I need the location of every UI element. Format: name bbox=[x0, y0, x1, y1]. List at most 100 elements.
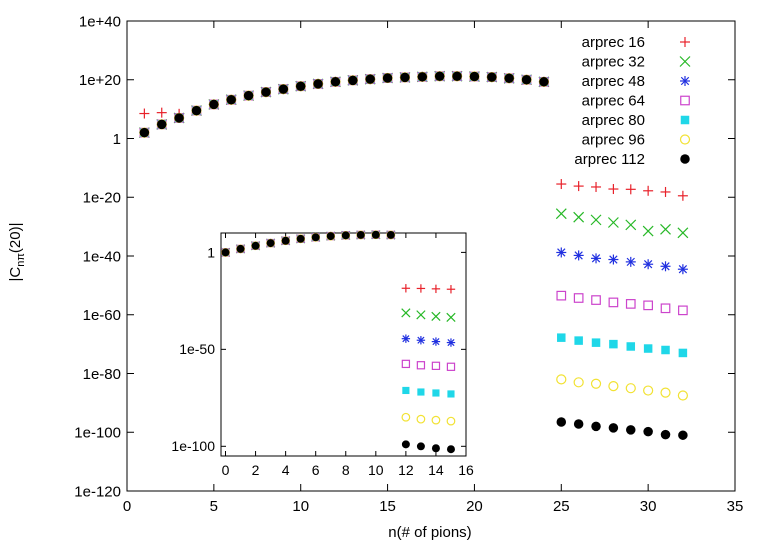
data-point bbox=[174, 113, 184, 123]
x-tick-label: 0 bbox=[123, 498, 131, 515]
series-arprec-112 bbox=[139, 71, 688, 440]
data-point bbox=[278, 84, 289, 94]
data-point bbox=[607, 217, 619, 228]
data-point bbox=[539, 77, 549, 87]
data-point bbox=[556, 179, 567, 190]
inset-series-arprec-112 bbox=[221, 230, 455, 454]
legend-label: arprec 16 bbox=[582, 34, 645, 51]
legend-label: arprec 80 bbox=[582, 112, 645, 129]
data-point bbox=[401, 284, 411, 293]
y-tick-label: 1e-60 bbox=[83, 307, 121, 324]
data-point bbox=[642, 225, 654, 237]
data-point bbox=[573, 181, 584, 192]
data-point bbox=[261, 87, 271, 97]
data-point bbox=[386, 230, 395, 239]
x-tick-label: 30 bbox=[640, 498, 657, 515]
data-point bbox=[573, 211, 585, 223]
data-point bbox=[591, 338, 601, 347]
data-point bbox=[555, 208, 567, 220]
legend-marker bbox=[679, 134, 691, 145]
data-point bbox=[446, 445, 455, 454]
data-point bbox=[557, 333, 566, 342]
legend-label: arprec 64 bbox=[582, 93, 645, 110]
legend-marker bbox=[680, 37, 690, 47]
x-tick-label: 5 bbox=[210, 498, 218, 515]
data-point bbox=[625, 256, 636, 267]
inset-x-tick-label: 4 bbox=[282, 462, 290, 478]
data-point bbox=[573, 377, 584, 388]
data-point bbox=[446, 285, 456, 294]
data-point bbox=[326, 232, 335, 241]
data-point bbox=[608, 254, 619, 265]
data-point bbox=[504, 73, 514, 84]
data-point bbox=[591, 181, 602, 192]
legend-marker bbox=[680, 115, 690, 125]
y-tick-label: 1e-20 bbox=[83, 190, 121, 207]
legend-label: arprec 112 bbox=[574, 151, 645, 168]
data-point bbox=[401, 440, 410, 449]
data-point bbox=[251, 241, 260, 250]
data-point bbox=[401, 308, 411, 318]
data-point bbox=[574, 336, 583, 345]
data-point bbox=[677, 190, 688, 201]
data-point bbox=[487, 72, 497, 82]
data-point bbox=[608, 297, 619, 308]
data-point bbox=[469, 71, 480, 82]
x-tick-label: 20 bbox=[466, 498, 483, 515]
data-point bbox=[431, 311, 441, 322]
legend-marker bbox=[679, 56, 691, 67]
data-point bbox=[416, 310, 426, 320]
data-point bbox=[417, 72, 428, 82]
data-point bbox=[608, 381, 619, 392]
data-point bbox=[608, 423, 619, 433]
y-tick-label: 1 bbox=[113, 131, 121, 148]
inset-x-tick-label: 8 bbox=[342, 462, 350, 478]
data-point bbox=[643, 385, 654, 396]
data-point bbox=[452, 71, 462, 81]
data-point bbox=[191, 105, 202, 116]
plot-frame bbox=[126, 20, 736, 492]
data-point bbox=[643, 300, 653, 311]
data-point bbox=[416, 336, 426, 345]
data-point bbox=[446, 416, 456, 426]
data-point bbox=[446, 362, 456, 371]
x-tick-label: 35 bbox=[727, 498, 744, 515]
x-tick-label: 10 bbox=[292, 498, 309, 515]
data-point bbox=[643, 426, 653, 437]
y-tick-label: 1e+20 bbox=[79, 72, 121, 89]
data-point bbox=[609, 339, 618, 349]
data-point bbox=[660, 223, 671, 235]
inset-x-tick-label: 6 bbox=[312, 462, 320, 478]
data-point bbox=[431, 444, 440, 453]
x-axis-label: n(# of pions) bbox=[388, 524, 471, 541]
data-point bbox=[432, 389, 440, 397]
data-point bbox=[311, 233, 320, 242]
legend-marker bbox=[680, 95, 690, 106]
data-point bbox=[401, 359, 411, 369]
data-point bbox=[573, 250, 584, 261]
data-point bbox=[313, 79, 323, 89]
data-point bbox=[402, 386, 410, 395]
inset-x-tick-label: 0 bbox=[222, 462, 230, 478]
data-point bbox=[625, 299, 636, 309]
y-tick-label: 1e-100 bbox=[74, 425, 121, 442]
data-point bbox=[573, 293, 584, 303]
data-point bbox=[156, 119, 167, 130]
data-point bbox=[677, 390, 688, 401]
data-point bbox=[401, 334, 411, 343]
data-point bbox=[365, 74, 375, 84]
inset-x-tick-label: 10 bbox=[368, 462, 384, 478]
data-point bbox=[356, 230, 365, 239]
data-point bbox=[591, 253, 602, 264]
data-point bbox=[281, 236, 290, 245]
data-point bbox=[661, 345, 670, 355]
data-point bbox=[226, 94, 236, 105]
data-point bbox=[643, 259, 654, 270]
data-point bbox=[266, 239, 275, 248]
data-point bbox=[431, 284, 441, 294]
data-point bbox=[371, 230, 380, 239]
data-point bbox=[400, 72, 410, 83]
y-axis-label: |Cnπ(20)| bbox=[7, 222, 27, 281]
data-point bbox=[573, 419, 584, 429]
